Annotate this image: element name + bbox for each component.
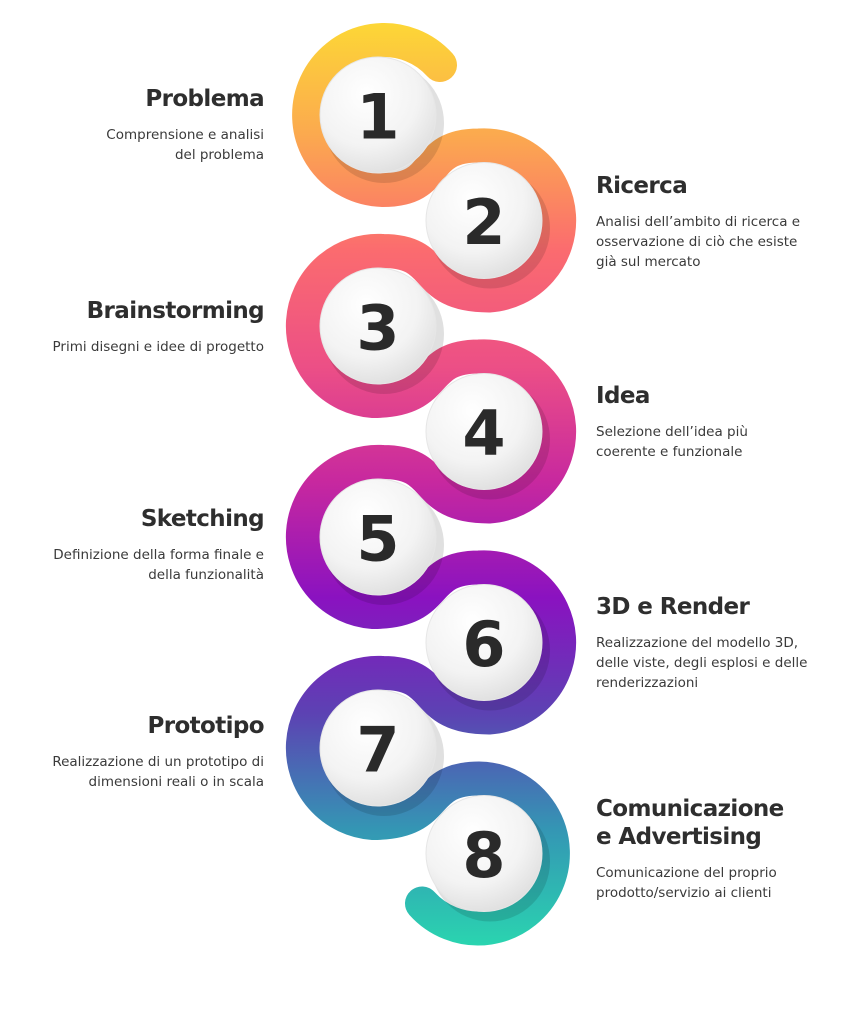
step-circle bbox=[425, 373, 543, 490]
step-title: Sketching bbox=[140, 506, 265, 532]
step-description: Selezione dell’idea più coerente e funzi… bbox=[596, 424, 748, 460]
step-7-node: 7 bbox=[319, 689, 444, 816]
step-description: Comunicazione del proprio prodotto/servi… bbox=[596, 865, 777, 901]
step-6-node: 6 bbox=[425, 584, 550, 711]
step-number: 2 bbox=[462, 186, 505, 259]
step-description: Definizione della forma finale e della f… bbox=[53, 547, 264, 583]
step-circle bbox=[319, 267, 437, 385]
step-number: 5 bbox=[356, 503, 399, 576]
step-number: 8 bbox=[462, 819, 505, 892]
step-description: Realizzazione di un prototipo di dimensi… bbox=[52, 754, 264, 790]
step-title: Prototipo bbox=[147, 713, 264, 739]
ribbon-path bbox=[285, 23, 577, 946]
step-2-node: 2 bbox=[425, 162, 550, 289]
step-3-node: 3 bbox=[319, 267, 444, 394]
step-description: Primi disegni e idee di progetto bbox=[52, 339, 264, 355]
step-circle bbox=[425, 584, 543, 701]
step-1-node: 1 bbox=[319, 56, 444, 183]
step-number: 4 bbox=[462, 397, 505, 470]
step-title: Comunicazione e Advertising bbox=[596, 796, 784, 850]
step-number: 3 bbox=[356, 292, 399, 365]
step-4-node: 4 bbox=[425, 373, 550, 500]
step-5-node: 5 bbox=[319, 478, 444, 605]
step-circle bbox=[425, 795, 543, 912]
step-circle bbox=[319, 56, 437, 174]
step-title: Problema bbox=[145, 86, 264, 112]
step-circle bbox=[319, 689, 437, 807]
step-title: Idea bbox=[596, 383, 650, 409]
step-8-node: 8 bbox=[425, 795, 550, 922]
step-title: 3D e Render bbox=[596, 594, 750, 620]
step-number: 1 bbox=[356, 81, 399, 154]
step-circle bbox=[319, 478, 437, 596]
step-circle bbox=[425, 162, 543, 279]
step-title: Brainstorming bbox=[86, 298, 265, 324]
step-description: Comprensione e analisi del problema bbox=[106, 127, 264, 163]
step-description: Analisi dell’ambito di ricerca e osserva… bbox=[596, 214, 801, 270]
step-description: Realizzazione del modello 3D, delle vist… bbox=[596, 635, 808, 691]
step-title: Ricerca bbox=[596, 173, 688, 199]
step-number: 7 bbox=[356, 714, 399, 787]
step-number: 6 bbox=[462, 608, 505, 681]
